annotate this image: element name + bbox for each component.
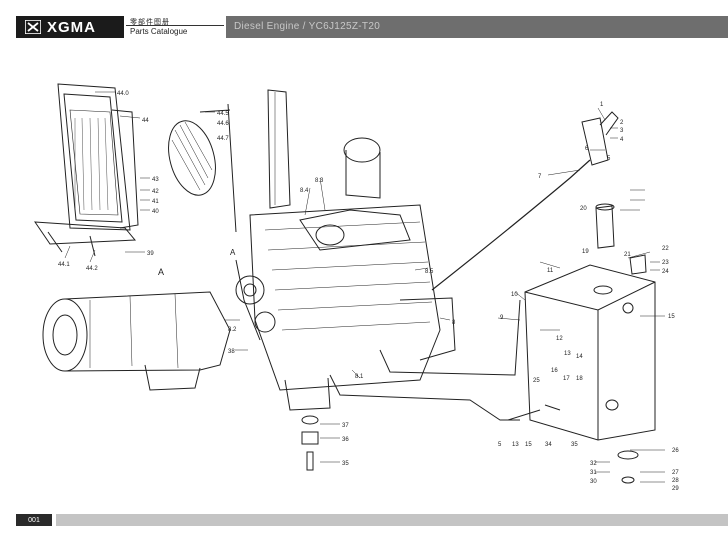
footer-line xyxy=(56,514,728,526)
callout: 9 xyxy=(500,315,504,321)
lower-mount-parts xyxy=(301,415,639,484)
callout: 8.2 xyxy=(228,327,237,333)
callout: 32 xyxy=(590,461,597,467)
callout: 29 xyxy=(672,486,679,492)
callout: 8 xyxy=(452,320,456,326)
brand-logo: XGMA xyxy=(16,16,124,38)
control-cable xyxy=(431,111,619,291)
callout: 8.5 xyxy=(425,269,434,275)
callout: 8.1 xyxy=(355,374,364,380)
callout: 8.4 xyxy=(300,188,309,194)
callout: 22 xyxy=(662,246,669,252)
callout: 1 xyxy=(600,102,604,108)
radiator-assembly xyxy=(34,83,139,257)
section-title: Diesel Engine / YC6J125Z-T20 xyxy=(234,21,381,32)
brand-name: XGMA xyxy=(47,18,96,36)
callout: 35 xyxy=(571,442,578,448)
callout: A xyxy=(230,248,236,257)
callout: 39 xyxy=(147,251,154,257)
callout: 44.0 xyxy=(117,91,129,97)
callout: 19 xyxy=(582,249,589,255)
footer-gap xyxy=(52,514,56,526)
callout: 12 xyxy=(556,336,563,342)
callout: 36 xyxy=(342,437,349,443)
callout: 40 xyxy=(152,209,159,215)
diagram-callouts: 44.0 44 44.5 44.6 44.7 43 42 41 40 39 44… xyxy=(58,91,679,492)
callout: 3 xyxy=(620,128,624,134)
callout: 21 xyxy=(624,252,631,258)
callout: 44 xyxy=(142,118,149,124)
callout: 5 xyxy=(498,442,502,448)
callout: 44.1 xyxy=(58,262,70,268)
front-pulley-assembly xyxy=(235,259,276,341)
leader-lines xyxy=(64,91,665,483)
footer-bar: 001 xyxy=(16,514,728,526)
page-number: 001 xyxy=(16,514,52,526)
callout: 13 xyxy=(564,351,571,357)
callout: 44.7 xyxy=(217,136,229,142)
callout: 16 xyxy=(551,368,558,374)
callout: 28 xyxy=(672,478,679,484)
callout: 27 xyxy=(672,470,679,476)
callout: 44.6 xyxy=(217,121,229,127)
callout: 10 xyxy=(511,292,518,298)
callout: 34 xyxy=(545,442,552,448)
callout: 37 xyxy=(342,423,349,429)
header-bar: XGMA 零部件图册 Parts Catalogue Diesel Engine… xyxy=(0,16,728,38)
callout: 4 xyxy=(620,137,624,143)
catalogue-title-cn: 零部件图册 xyxy=(130,19,170,26)
catalogue-title-en: Parts Catalogue xyxy=(130,27,188,36)
callout: 23 xyxy=(662,260,669,266)
callout: 2 xyxy=(620,120,624,126)
callout: 38 xyxy=(228,349,235,355)
callout: 7 xyxy=(538,174,542,180)
callout: 26 xyxy=(672,448,679,454)
callout: 18 xyxy=(576,376,583,382)
fuel-tank xyxy=(524,203,656,441)
callout: 31 xyxy=(590,470,597,476)
callout: 41 xyxy=(152,199,159,205)
xgma-logo-icon xyxy=(25,20,41,34)
callout: 5 xyxy=(607,156,611,162)
callout: 15 xyxy=(525,442,532,448)
callout: 42 xyxy=(152,189,159,195)
callout: 30 xyxy=(590,479,597,485)
callout: 43 xyxy=(152,177,159,183)
callout: 15 xyxy=(668,314,675,320)
callout: 20 xyxy=(580,206,587,212)
callout: 13 xyxy=(512,442,519,448)
callout: 17 xyxy=(563,376,570,382)
catalogue-divider xyxy=(126,25,224,26)
catalogue-label: 零部件图册 Parts Catalogue xyxy=(126,16,224,38)
callout: 44.5 xyxy=(217,111,229,117)
engine-block xyxy=(249,89,456,411)
fan-assembly xyxy=(168,103,237,233)
callout: A xyxy=(158,267,164,277)
section-title-bar: Diesel Engine / YC6J125Z-T20 xyxy=(226,16,728,38)
callout: 25 xyxy=(533,378,540,384)
callout: 6 xyxy=(585,146,589,152)
callout: 35 xyxy=(342,461,349,467)
callout: 44.2 xyxy=(86,266,98,272)
callout: 11 xyxy=(547,268,554,274)
callout: 14 xyxy=(576,354,583,360)
engine-exploded-diagram: 44.0 44 44.5 44.6 44.7 43 42 41 40 39 44… xyxy=(34,83,679,492)
callout: 24 xyxy=(662,269,669,275)
transmission-housing xyxy=(42,291,231,391)
fuel-lines xyxy=(329,299,561,421)
callout: 8.3 xyxy=(315,178,324,184)
